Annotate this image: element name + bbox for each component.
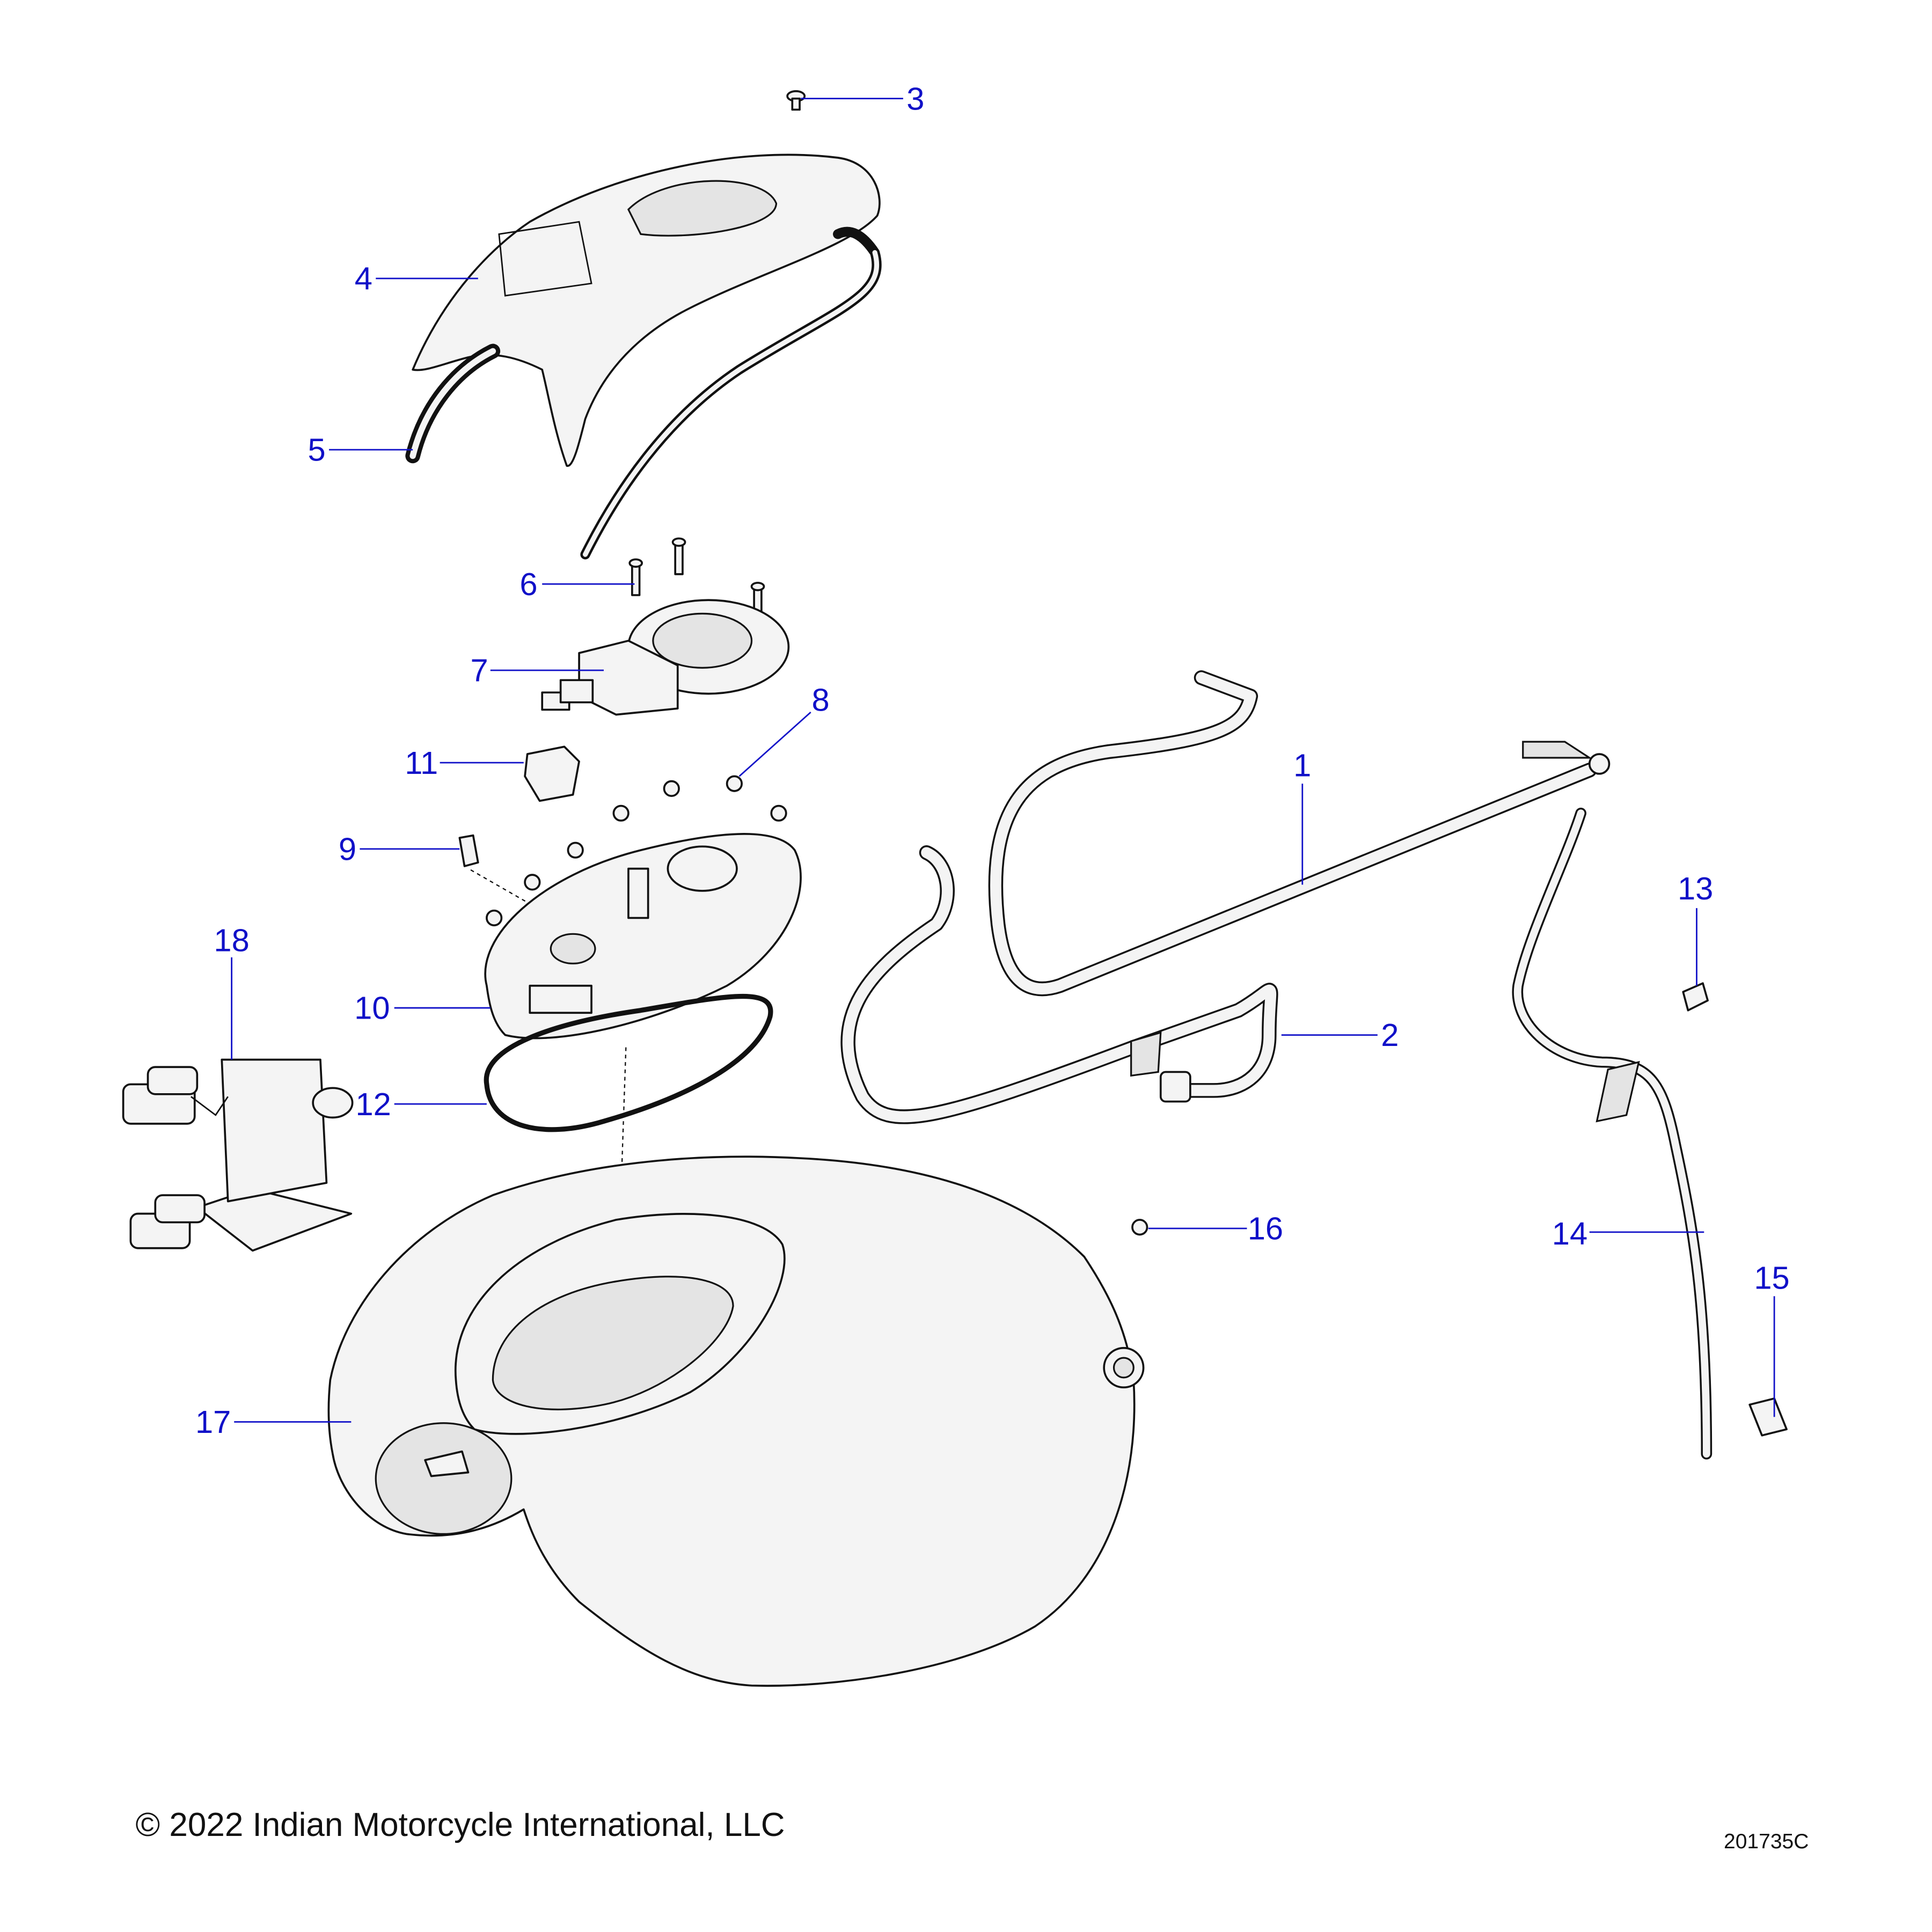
callout-15: 15 [1754,1260,1789,1296]
callout-13: 13 [1678,870,1713,906]
callout-6: 6 [519,566,537,602]
copyright-text: © 2022 Indian Motorcycle International, … [136,1806,785,1843]
part-12-gasket[interactable] [484,993,773,1132]
part-18-fuel-pump[interactable] [122,1058,354,1252]
part-7-pump-flange[interactable] [541,599,790,716]
callout-2: 2 [1381,1017,1399,1053]
part-13-clip[interactable] [1682,982,1709,1012]
callout-16: 16 [1248,1211,1283,1247]
callout-7: 7 [471,653,488,689]
part-14-drain-hose[interactable] [1512,807,1713,1460]
callout-17: 17 [195,1404,231,1440]
part-3-screw[interactable] [786,90,806,111]
callout-11: 11 [405,745,438,781]
part-11-connector[interactable] [524,745,580,802]
part-5-seal[interactable] [405,226,882,560]
part-1-vent-hose[interactable] [988,670,1611,997]
callout-1: 1 [1293,747,1311,783]
callout-12: 12 [355,1086,391,1122]
part-16-clamp[interactable] [1131,1219,1148,1236]
callout-18: 18 [214,922,249,958]
callout-10: 10 [354,990,390,1026]
part-4-console[interactable] [412,153,881,467]
callout-9: 9 [339,831,356,867]
part-2-vent-hose[interactable] [840,845,1278,1124]
part-10-plate[interactable] [484,833,802,1040]
callout-14: 14 [1552,1216,1587,1252]
callout-3: 3 [906,80,924,116]
part-9-clip[interactable] [458,834,479,867]
callout-8: 8 [811,682,829,718]
callout-4: 4 [355,261,372,297]
part-15-clip[interactable] [1748,1397,1788,1437]
leader-lines [231,98,1775,1423]
diagram-code: 201735C [1724,1830,1809,1853]
callout-5: 5 [308,432,325,468]
part-17-fuel-tank[interactable] [327,1155,1145,1687]
